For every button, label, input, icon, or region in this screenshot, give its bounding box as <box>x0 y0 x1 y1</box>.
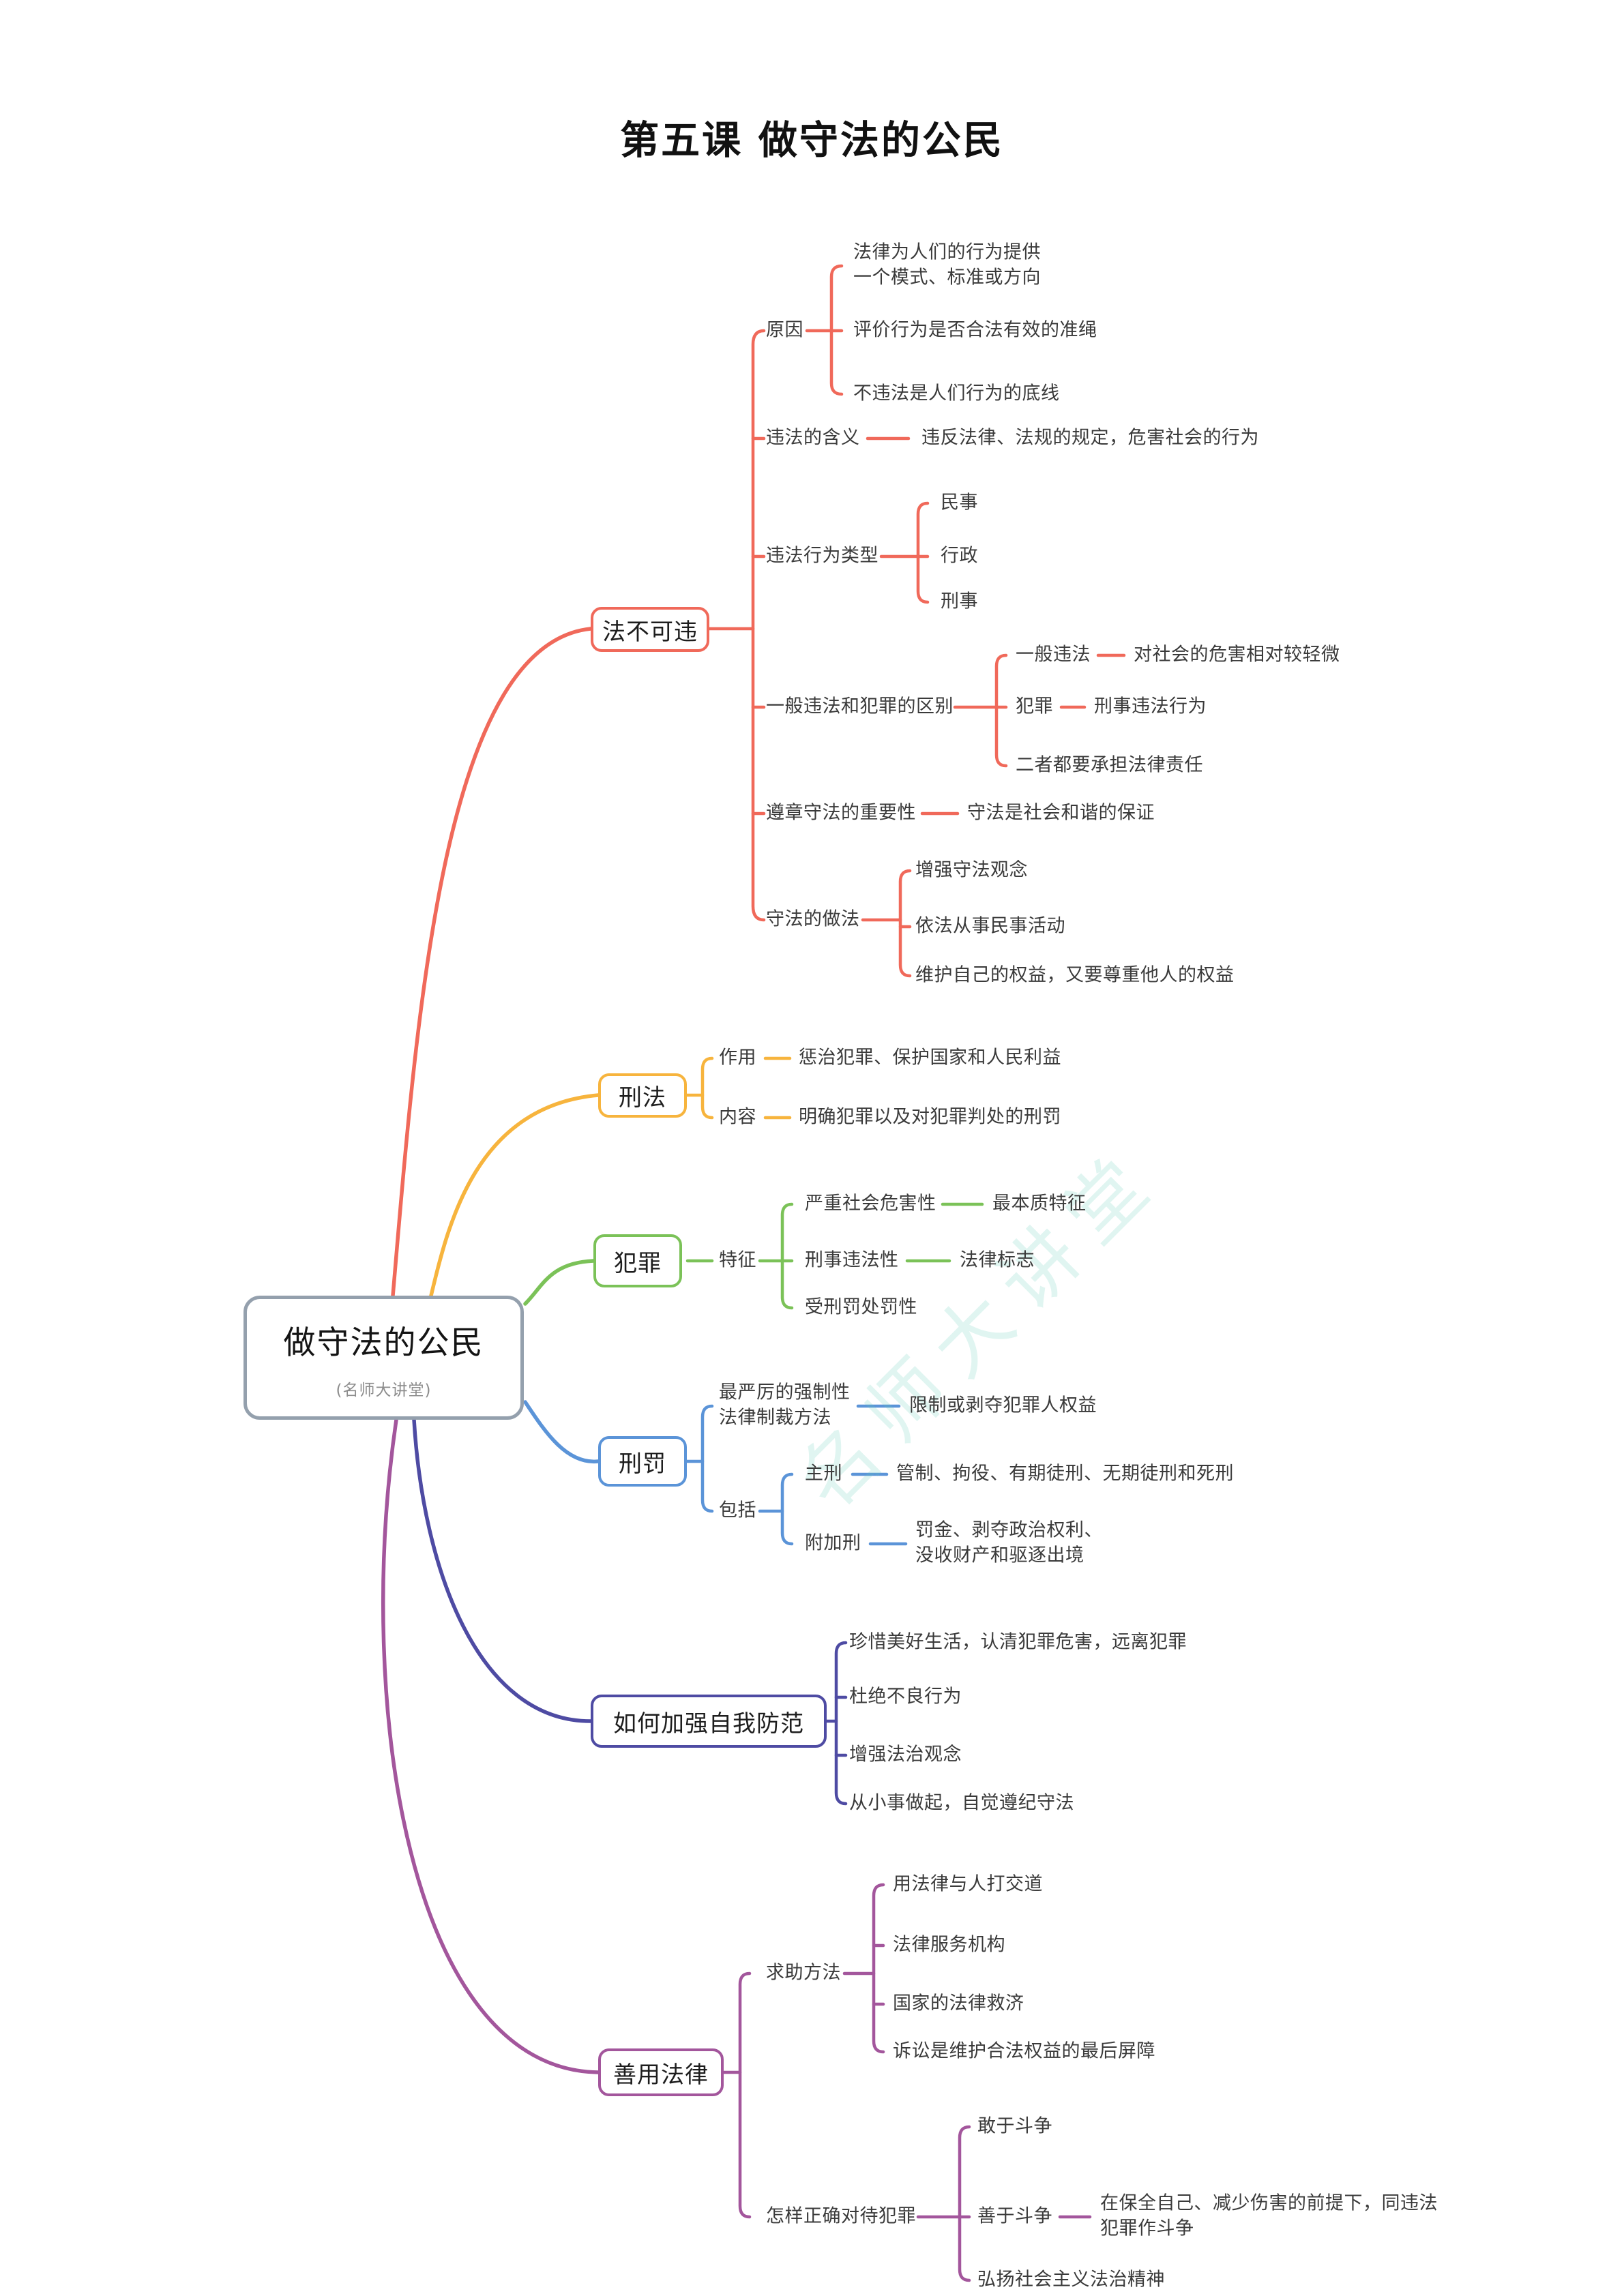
root-node-title: 做守法的公民 <box>283 1324 484 1362</box>
label-obey-importance: 遵章守法的重要性 <box>766 802 916 824</box>
label-crime-feature-illegality: 刑事违法性 <box>805 1249 899 1271</box>
label-help-3: 国家的法律救济 <box>893 1993 1024 2014</box>
connector-crime <box>523 1202 984 1310</box>
label-obey-practice-2: 依法从事民事活动 <box>915 915 1065 937</box>
label-reason-2: 评价行为是否合法有效的准绳 <box>853 319 1097 341</box>
label-general-illegal-note: 对社会的危害相对较轻微 <box>1134 644 1340 666</box>
label-crime-feature-punishable: 受刑罚处罚性 <box>805 1296 917 1318</box>
label-principal-penalty-note: 管制、拘役、有期徒刑、无期徒刑和死刑 <box>896 1463 1234 1485</box>
label-illegal-meaning: 违法的含义 <box>766 427 860 449</box>
label-crime-feature-illegality-note: 法律标志 <box>960 1249 1035 1271</box>
label-crime-feature-harm-note: 最本质特征 <box>992 1193 1087 1214</box>
branch-node-self-protection: 如何加强自我防范 <box>591 1695 827 1748</box>
label-illegal-type-admin: 行政 <box>941 545 978 567</box>
connector-law-inviolable <box>391 264 1126 1298</box>
label-supplementary-penalty: 附加刑 <box>805 1532 861 1554</box>
branch-node-criminal-law: 刑法 <box>598 1073 687 1118</box>
branch-node-law-inviolable: 法不可违 <box>591 607 709 652</box>
label-help-1: 用法律与人打交道 <box>893 1873 1043 1895</box>
label-general-illegal: 一般违法 <box>1016 644 1091 666</box>
label-help-2: 法律服务机构 <box>893 1934 1005 1956</box>
label-obey-importance-note: 守法是社会和谐的保证 <box>967 802 1155 824</box>
label-protect-1: 珍惜美好生活，认清犯罪危害，远离犯罪 <box>849 1631 1187 1653</box>
label-reason-1: 法律为人们的行为提供 一个模式、标准或方向 <box>853 241 1041 288</box>
label-penalty-nature-note: 限制或剥夺犯罪人权益 <box>909 1395 1097 1416</box>
label-illegal-types: 违法行为类型 <box>766 545 879 567</box>
root-node: 做守法的公民 (名师大讲堂) <box>243 1296 524 1420</box>
label-reason-3: 不违法是人们行为的底线 <box>853 383 1060 404</box>
label-protect-4: 从小事做起，自觉遵纪守法 <box>849 1792 1074 1814</box>
label-protect-2: 杜绝不良行为 <box>849 1686 962 1708</box>
branch-node-crime: 犯罪 <box>593 1234 682 1287</box>
label-difference: 一般违法和犯罪的区别 <box>766 696 954 717</box>
label-supplementary-penalty-note: 罚金、剥夺政治权利、 没收财产和驱逐出境 <box>915 1519 1103 1566</box>
label-both-responsibility: 二者都要承担法律责任 <box>1016 754 1203 776</box>
label-promote-spirit: 弘扬社会主义法治精神 <box>977 2269 1165 2291</box>
label-criminal-law-role-note: 惩治犯罪、保护国家和人民利益 <box>799 1047 1061 1069</box>
label-penalty-nature: 最严厉的强制性 法律制裁方法 <box>719 1382 851 1429</box>
label-help-4: 诉讼是维护合法权益的最后屏障 <box>893 2040 1155 2062</box>
label-illegal-type-criminal: 刑事 <box>941 591 978 612</box>
label-obey-practice-3: 维护自己的权益，又要尊重他人的权益 <box>915 964 1235 986</box>
label-obey-practice-1: 增强守法观念 <box>915 859 1028 881</box>
label-crime-item-note: 刑事违法行为 <box>1094 696 1207 717</box>
label-penalty-includes: 包括 <box>719 1500 756 1521</box>
label-good-fight: 善于斗争 <box>977 2205 1052 2227</box>
label-dare-fight: 敢于斗争 <box>977 2115 1052 2137</box>
label-crime-feature-harm: 严重社会危害性 <box>805 1193 936 1214</box>
label-face-crime: 怎样正确对待犯罪 <box>766 2205 916 2227</box>
connector-penalty <box>523 1400 908 1546</box>
label-criminal-law-content-note: 明确犯罪以及对犯罪判处的刑罚 <box>799 1106 1061 1128</box>
connector-criminal-law <box>429 1056 792 1298</box>
label-criminal-law-content: 内容 <box>719 1106 756 1128</box>
page-title: 第五课 做守法的公民 <box>620 117 1004 163</box>
connector-use-law <box>381 1418 1092 2282</box>
label-reason: 原因 <box>766 319 803 341</box>
label-illegal-type-civil: 民事 <box>941 492 978 513</box>
label-criminal-law-role: 作用 <box>719 1047 756 1069</box>
root-node-subtitle: (名师大讲堂) <box>336 1381 432 1399</box>
label-crime-features: 特征 <box>719 1249 756 1271</box>
label-protect-3: 增强法治观念 <box>849 1744 962 1765</box>
label-obey-practice: 守法的做法 <box>766 908 860 930</box>
label-illegal-meaning-def: 违反法律、法规的规定，危害社会的行为 <box>921 427 1259 449</box>
branch-node-use-law: 善用法律 <box>598 2048 724 2096</box>
label-crime-item: 犯罪 <box>1016 696 1053 717</box>
branch-node-penalty: 刑罚 <box>598 1436 687 1487</box>
label-help-methods: 求助方法 <box>766 1962 841 1984</box>
label-good-fight-note: 在保全自己、减少伤害的前提下，同违法 犯罪作斗争 <box>1100 2192 1438 2239</box>
connector-self-protection <box>412 1418 848 1806</box>
label-principal-penalty: 主刑 <box>805 1463 842 1485</box>
